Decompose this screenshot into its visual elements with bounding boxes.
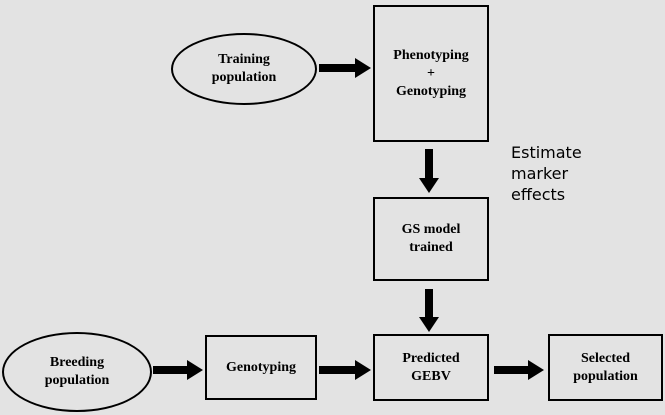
arrow-gs-model-to-predicted xyxy=(419,289,439,332)
arrow-training-to-phenotyping xyxy=(319,58,371,78)
annotation-line-1: Estimate xyxy=(511,143,582,162)
training-population-line-2: population xyxy=(211,70,277,85)
gs-model-line-1: GS model xyxy=(401,222,461,237)
training-population-node: Training population xyxy=(171,33,317,105)
phenotyping-label: Phenotyping xyxy=(393,47,469,63)
annotation-line-2: marker xyxy=(511,164,569,183)
training-population-line-1: Training xyxy=(218,52,270,67)
breeding-population-line-1: Breeding xyxy=(49,355,105,370)
genotyping-label: Genotyping xyxy=(395,83,466,99)
plus-label: + xyxy=(427,65,435,81)
gs-model-line-2: trained xyxy=(409,240,453,255)
gs-model-trained-node: GS model trained xyxy=(373,197,489,281)
arrow-phenotyping-to-gs-model xyxy=(419,149,439,193)
selected-population-line-2: population xyxy=(573,368,638,384)
selected-population-line-1: Selected xyxy=(581,350,630,366)
predicted-gebv-node: Predicted GEBV xyxy=(373,334,489,401)
phenotyping-genotyping-node: Phenotyping + Genotyping xyxy=(373,5,489,142)
genotyping-node: Genotyping xyxy=(205,335,317,400)
annotation-line-3: effects xyxy=(511,185,566,204)
selected-population-node: Selected population xyxy=(548,334,663,401)
predicted-gebv-line-1: Predicted xyxy=(402,350,460,366)
arrow-breeding-to-genotyping xyxy=(153,360,203,380)
breeding-population-line-2: population xyxy=(44,373,110,388)
arrow-predicted-to-selected xyxy=(494,360,544,380)
estimate-marker-effects-annotation: Estimate marker effects xyxy=(511,142,582,205)
breeding-population-node: Breeding population xyxy=(2,332,152,412)
genotyping-node-label: Genotyping xyxy=(225,359,296,375)
predicted-gebv-line-2: GEBV xyxy=(411,368,451,384)
arrow-genotyping-to-predicted xyxy=(319,360,371,380)
